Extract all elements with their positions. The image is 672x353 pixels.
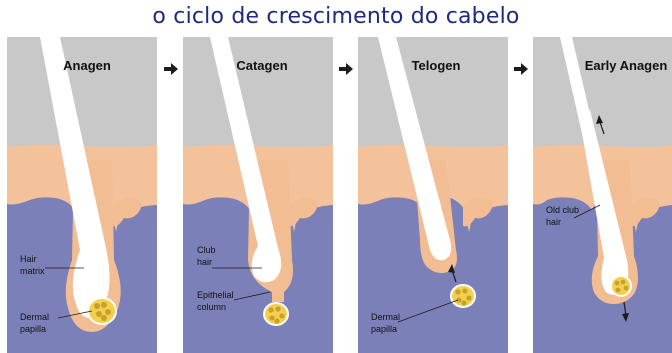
sebaceous-gland	[630, 197, 660, 227]
club-hair	[378, 37, 452, 261]
page-title: o ciclo de crescimento do cabelo	[152, 4, 520, 29]
stage-label: Anagen	[63, 58, 111, 73]
old-club-hair	[560, 37, 611, 214]
dermal-papilla	[610, 275, 632, 297]
club-hair	[210, 37, 282, 283]
hair-shaft	[40, 37, 110, 318]
stage-label: Early Anagen	[585, 58, 668, 73]
panel-early-anagen	[533, 37, 672, 353]
panel-telogen	[358, 37, 508, 353]
sebaceous-gland	[463, 197, 493, 227]
panel-anagen	[7, 37, 157, 353]
dermis-layer	[358, 196, 508, 353]
right-arrow-icon	[164, 63, 178, 75]
stage-label: Catagen	[236, 58, 287, 73]
sebaceous-gland	[112, 197, 142, 227]
right-arrow-icon	[514, 63, 528, 75]
panel-catagen	[183, 37, 333, 353]
sebaceous-gland	[288, 197, 318, 227]
stage-label: Telogen	[412, 58, 461, 73]
right-arrow-icon	[339, 63, 353, 75]
